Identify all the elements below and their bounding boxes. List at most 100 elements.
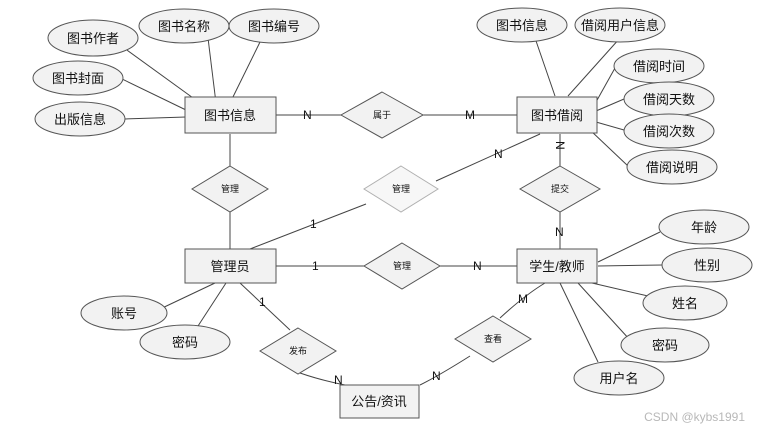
attr-book-cover-label: 图书封面	[52, 71, 104, 86]
rel-manage-borrow-label: 管理	[392, 183, 410, 194]
edge-admin-publish	[239, 282, 291, 331]
rel-belongs-label: 属于	[373, 110, 391, 120]
edge-book-author	[119, 44, 201, 104]
attr-book-author: 图书作者	[47, 19, 139, 57]
rel-view: 查看	[454, 315, 532, 363]
card-manage-borrow-admin: 1	[310, 217, 317, 231]
attr-borrow-days-label: 借阅天数	[643, 92, 695, 107]
rel-view-label: 查看	[484, 333, 502, 344]
card-submit-borrow: N	[553, 141, 567, 150]
edge-publish-info	[124, 116, 187, 120]
edge-name	[591, 282, 649, 297]
card-manage-user-user: N	[473, 259, 482, 273]
rel-manage-book-label: 管理	[221, 183, 239, 194]
rel-manage-user: 管理	[363, 242, 441, 290]
entity-admin-label: 管理员	[210, 259, 249, 274]
card-belongs-borrow: M	[465, 108, 475, 122]
card-submit-user: N	[555, 225, 564, 239]
card-view-user: M	[518, 292, 528, 306]
edge-borrow-days	[595, 98, 625, 112]
entity-notice: 公告/资讯	[339, 384, 420, 419]
attr-age: 年龄	[658, 209, 750, 245]
attr-admin-password-label: 密码	[172, 335, 198, 350]
rel-submit: 提交	[518, 165, 602, 213]
entity-borrow: 图书借阅	[516, 96, 598, 134]
edge-book-no	[229, 37, 263, 104]
edge-user-view	[499, 282, 546, 319]
attr-age-label: 年龄	[691, 220, 717, 235]
attr-book-cover: 图书封面	[32, 60, 124, 96]
attr-book-no-label: 图书编号	[248, 19, 300, 34]
attr-book-author-label: 图书作者	[67, 31, 119, 46]
edge-admin-password	[197, 282, 227, 327]
edge-account	[157, 282, 216, 311]
edge-publish-notice	[299, 372, 346, 386]
edge-borrow-manage2	[435, 133, 541, 182]
edge-manage2-admin	[249, 203, 367, 250]
rel-manage-book: 管理	[191, 165, 269, 213]
attr-borrow-time-label: 借阅时间	[633, 59, 685, 74]
edge-book-cover	[119, 77, 187, 111]
rel-manage-user-label: 管理	[393, 260, 411, 271]
attr-borrow-user-info: 借阅用户信息	[574, 7, 666, 43]
attr-borrow-book-info-label: 图书信息	[496, 18, 548, 33]
entity-user-label: 学生/教师	[529, 259, 585, 274]
edge-borrow-desc	[589, 129, 629, 167]
rel-belongs: 属于	[339, 91, 425, 139]
attr-book-name: 图书名称	[138, 8, 230, 44]
attr-publish-info: 出版信息	[34, 101, 126, 137]
attr-borrow-desc: 借阅说明	[626, 149, 718, 185]
attr-name-label: 姓名	[672, 296, 698, 311]
attr-user-password: 密码	[620, 327, 710, 363]
attr-admin-password: 密码	[139, 324, 231, 360]
entity-admin: 管理员	[184, 248, 277, 284]
rel-publish: 发布	[259, 327, 337, 375]
attr-book-name-label: 图书名称	[158, 19, 210, 34]
attr-username-label: 用户名	[599, 371, 638, 386]
card-publish-admin: 1	[259, 295, 266, 309]
edge-user-password	[577, 282, 631, 341]
edge-age	[597, 231, 661, 263]
edge-view-notice	[419, 355, 471, 386]
cardinality-labels: N M N 1 N N 1 N 1 N M N	[259, 108, 567, 387]
edge-borrow-time	[595, 67, 616, 103]
entity-notice-label: 公告/资讯	[351, 394, 407, 409]
card-publish-notice: N	[334, 373, 343, 387]
edge-borrow-user-info	[567, 37, 621, 97]
card-manage-borrow-borrow: N	[494, 147, 503, 161]
entity-book-info-label: 图书信息	[204, 108, 256, 123]
rel-submit-label: 提交	[551, 183, 569, 194]
attr-username: 用户名	[573, 360, 665, 396]
attr-book-no: 图书编号	[228, 8, 320, 44]
rel-manage-borrow: 管理	[363, 165, 439, 213]
attr-publish-info-label: 出版信息	[54, 112, 106, 127]
attr-borrow-desc-label: 借阅说明	[646, 160, 698, 175]
edge-book-name	[207, 37, 217, 104]
entity-user: 学生/教师	[516, 248, 598, 284]
attr-borrow-count-label: 借阅次数	[643, 124, 695, 139]
attr-gender-label: 性别	[694, 258, 720, 273]
rel-publish-label: 发布	[289, 345, 307, 356]
entity-borrow-label: 图书借阅	[531, 108, 583, 123]
attr-user-password-label: 密码	[652, 338, 678, 353]
edge-borrow-book-info	[534, 37, 556, 97]
entity-book-info: 图书信息	[184, 96, 277, 134]
attr-borrow-time: 借阅时间	[613, 48, 705, 84]
attr-borrow-book-info: 图书信息	[476, 7, 568, 43]
watermark: CSDN @kybs1991	[644, 410, 745, 424]
attr-gender: 性别	[661, 247, 753, 283]
attr-account-label: 账号	[111, 306, 137, 321]
card-manage-user-admin: 1	[312, 259, 319, 273]
card-view-notice: N	[432, 369, 441, 383]
attr-borrow-user-info-label: 借阅用户信息	[581, 18, 659, 33]
attr-name: 姓名	[642, 285, 728, 321]
attr-borrow-days: 借阅天数	[623, 81, 715, 117]
edge-borrow-count	[595, 121, 625, 131]
card-belongs-book: N	[303, 108, 312, 122]
attr-account: 账号	[80, 295, 168, 331]
edge-username	[559, 282, 599, 363]
edge-gender	[597, 264, 664, 267]
attr-borrow-count: 借阅次数	[623, 113, 715, 149]
